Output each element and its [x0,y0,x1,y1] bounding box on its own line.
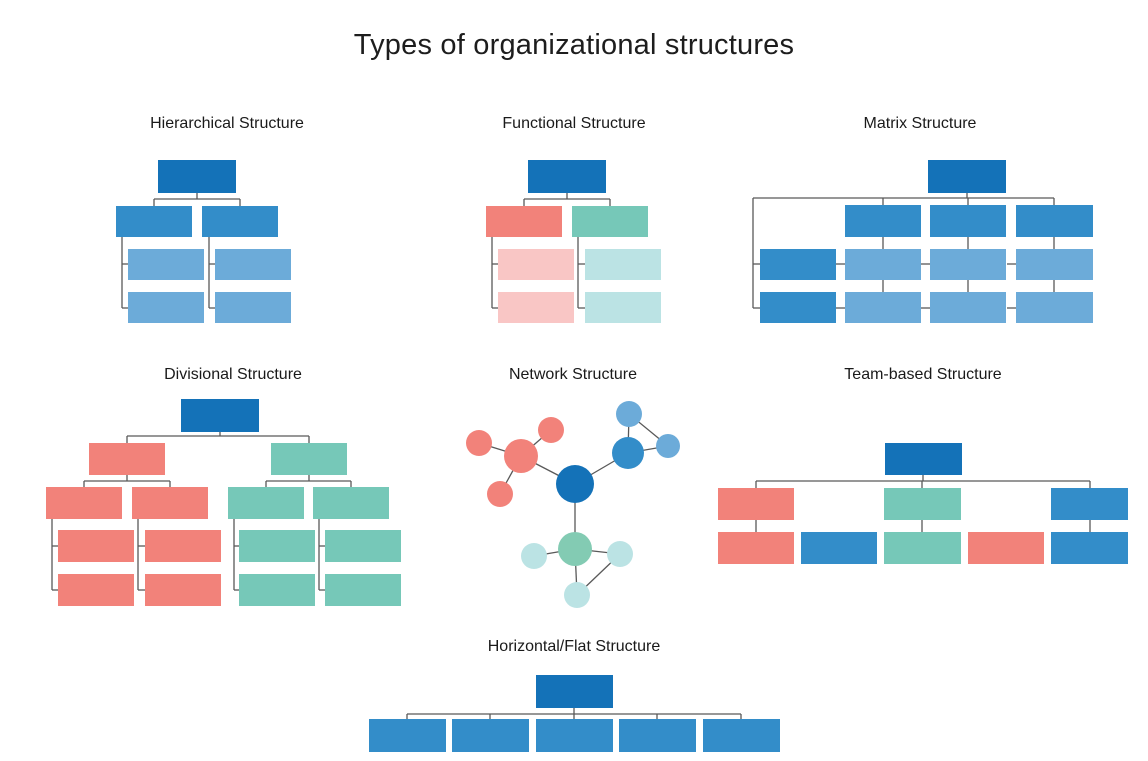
hierarchical-node-box [128,249,204,280]
divisional-node-box [271,443,347,475]
panel-label-network: Network Structure [508,366,638,383]
functional-node-box [585,292,661,323]
network-node-circle [521,543,547,569]
divisional-node-box [239,574,315,606]
divisional-node-box [181,399,259,432]
team_based-node-box [884,532,961,564]
divisional-node-box [58,574,134,606]
flat-node-box [536,675,613,708]
matrix-node-box [845,292,921,323]
network-node-circle [564,582,590,608]
flat-node-box [536,719,613,752]
hierarchical-node-box [202,206,278,237]
divisional-node-box [325,530,401,562]
hierarchical-node-box [215,249,291,280]
divisional-node-box [132,487,208,519]
network-node-circle [466,430,492,456]
functional-node-box [572,206,648,237]
network-node-circle [504,439,538,473]
divisional-node-box [239,530,315,562]
hierarchical-node-box [215,292,291,323]
matrix-node-box [930,205,1006,237]
panel-label-hierarchical: Hierarchical Structure [150,115,304,132]
network-node-circle [487,481,513,507]
matrix-node-box [930,249,1006,280]
network-node-circle [616,401,642,427]
panel-label-matrix: Matrix Structure [863,115,977,132]
panel-label-functional: Functional Structure [502,115,646,132]
matrix-node-box [760,249,836,280]
matrix-node-box [1016,249,1093,280]
panel-label-horizontal-flat: Horizontal/Flat Structure [487,638,661,655]
divisional-node-box [145,530,221,562]
divisional-node-box [89,443,165,475]
team_based-node-box [1051,488,1128,520]
team_based-node-box [801,532,877,564]
team_based-node-box [885,443,962,475]
team_based-node-box [1051,532,1128,564]
team_based-node-box [718,532,794,564]
team_based-node-box [968,532,1044,564]
flat-node-box [619,719,696,752]
divisional-node-box [145,574,221,606]
hierarchical-node-box [116,206,192,237]
functional-node-box [528,160,606,193]
matrix-node-box [1016,205,1093,237]
network-node-circle [607,541,633,567]
matrix-node-box [930,292,1006,323]
panel-label-team-based: Team-based Structure [844,366,1002,383]
matrix-node-box [928,160,1006,193]
divisional-node-box [325,574,401,606]
flat-node-box [703,719,780,752]
matrix-node-box [845,249,921,280]
network-node-circle [538,417,564,443]
hierarchical-node-box [158,160,236,193]
divisional-node-box [313,487,389,519]
team_based-node-box [884,488,961,520]
network-node-circle [558,532,592,566]
divisional-node-box [46,487,122,519]
network-node-circle [556,465,594,503]
functional-node-box [585,249,661,280]
panel-label-divisional: Divisional Structure [164,366,302,383]
flat-node-box [369,719,446,752]
matrix-node-box [1016,292,1093,323]
divisional-node-box [58,530,134,562]
flat-node-box [452,719,529,752]
functional-node-box [486,206,562,237]
network-node-circle [612,437,644,469]
matrix-node-box [760,292,836,323]
network-node-circle [656,434,680,458]
team_based-node-box [718,488,794,520]
matrix-node-box [845,205,921,237]
functional-node-box [498,249,574,280]
divisional-node-box [228,487,304,519]
hierarchical-node-box [128,292,204,323]
page-title: Types of organizational structures [353,29,795,61]
functional-node-box [498,292,574,323]
